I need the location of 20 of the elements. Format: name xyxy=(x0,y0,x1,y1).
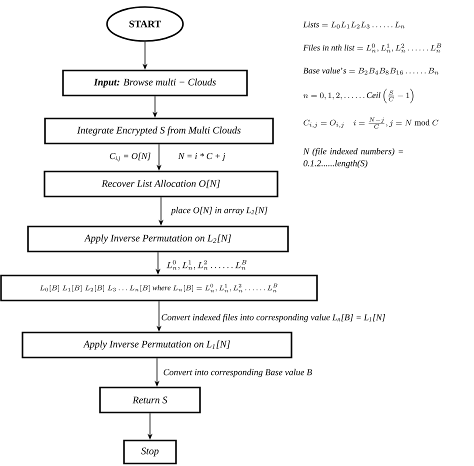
process-box: Apply Inverse Permutation on L$_{2}$[N] xyxy=(27,226,289,252)
process-box: Stop xyxy=(123,440,177,464)
edge-label: place O[N] in array L$_{2}$[N] xyxy=(170,206,269,216)
edge-label: $L_n^0, L_n^1, L_n^2 \ldots\ldots L_n^B$ xyxy=(165,259,248,271)
edge-label: Convert into corresponding Base value B xyxy=(162,368,314,378)
process-box: Return S xyxy=(99,386,201,414)
formula-note: N = i * C + j xyxy=(178,153,226,161)
process-box: Integrate Encrypted S from Multi Clouds xyxy=(44,118,274,144)
process-box: Apply Inverse Permutation on L$_{1}$[N] xyxy=(22,332,292,358)
formula-note: $n = 0,1,2, \ldots\ldots \mathit{Ceil}\left(\frac{S}{C} - 1\right)$ xyxy=(303,88,414,104)
process-box: Recover List Allocation O[N] xyxy=(44,170,278,198)
formula-note: $\mathit{Lists} = L_0 L_1 L_2 L_3 \ldots\ldots L_n$ xyxy=(303,22,404,28)
process-box: $L_0[B]\; L_1[B]\; L_2[B]\; L_3 \ldots L_n[B]\ \mathit{where}\ L_n[B] = L_n^0, L_n^1, L_n^2 \ldots\ldots L_n^B$ xyxy=(0,274,318,302)
edge-label: C$_{i,j}$ = O[N] xyxy=(108,152,152,162)
formula-note: N (file indexed numbers) = 0.1.2......length(S) xyxy=(303,148,403,168)
edge-label: Convert indexed files into corresponding value L$_{n}$[B] = L$_{1}$[N] xyxy=(160,312,386,324)
formula-note: $C_{i,j} = O_{i,j}\quad i = \frac{N-j}{C}, j = N \bmod C$ xyxy=(304,118,438,129)
formula-note: $\mathit{Files\ in\ nth\ list} = L_n^0, L_n^1, L_n^2 \ldots\ldots L_n^B$ xyxy=(303,44,442,53)
formula-note: $\mathit{Base\ value}\text{'}\mathit{s} = B_2 B_4 B_8 B_{16} \ldots\ldots B_n$ xyxy=(303,68,438,75)
process-box: Input: Browse multi − Clouds xyxy=(62,70,248,96)
